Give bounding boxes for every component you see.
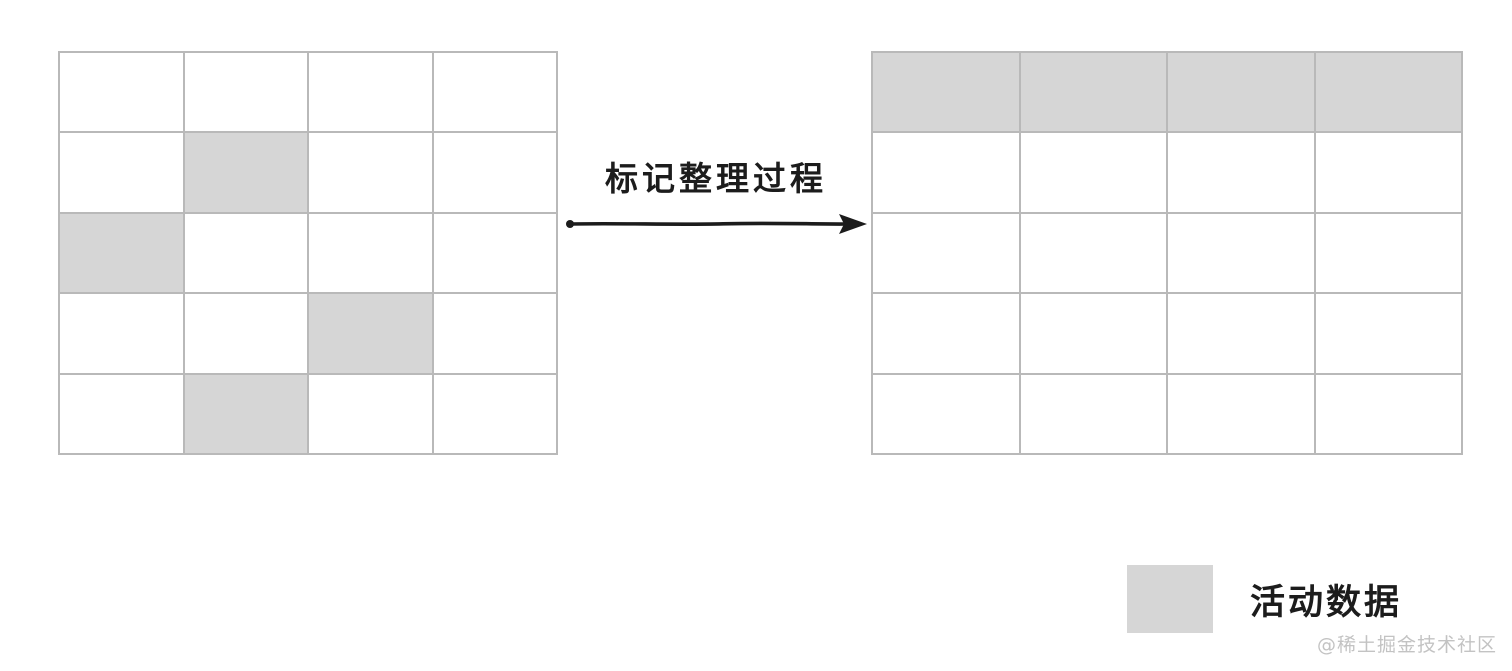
memory-cell-free [1167, 212, 1315, 294]
arrow-right-icon [566, 214, 867, 234]
memory-cell-free [432, 373, 557, 454]
memory-cell-active [1167, 52, 1315, 133]
memory-cell-free [1167, 373, 1315, 454]
legend-label: 活动数据 [1250, 582, 1403, 623]
memory-cell-free [308, 132, 433, 213]
memory-cell-active [1019, 52, 1167, 133]
memory-cell-free [308, 52, 433, 133]
memory-cell-free [183, 293, 308, 374]
process-label: 标记整理过程 [605, 159, 827, 198]
memory-cell-free [308, 373, 433, 454]
memory-cell-active [183, 373, 308, 454]
memory-cell-free [183, 212, 308, 294]
memory-cell-free [1167, 132, 1315, 213]
memory-cell-free [1019, 373, 1167, 454]
memory-cell-free [432, 52, 557, 133]
memory-cell-active [183, 132, 308, 213]
memory-cell-free [872, 293, 1020, 374]
memory-cell-free [1019, 132, 1167, 213]
memory-cell-free [872, 132, 1020, 213]
memory-cell-free [1314, 132, 1462, 213]
memory-cell-free [872, 373, 1020, 454]
memory-cell-free [1019, 212, 1167, 294]
memory-cell-active [1314, 52, 1462, 133]
memory-cell-free [59, 52, 184, 133]
memory-cell-free [872, 212, 1020, 294]
memory-cell-free [308, 212, 433, 294]
memory-cell-active [59, 212, 184, 294]
memory-cell-free [59, 293, 184, 374]
memory-cell-free [432, 293, 557, 374]
memory-cell-active [308, 293, 433, 374]
watermark: @稀土掘金技术社区 [1316, 634, 1497, 656]
memory-cell-free [432, 132, 557, 213]
memory-cell-free [1019, 293, 1167, 374]
memory-cell-free [1314, 373, 1462, 454]
memory-cell-free [59, 132, 184, 213]
memory-cell-free [1314, 212, 1462, 294]
memory-cell-free [1167, 293, 1315, 374]
memory-cell-free [183, 52, 308, 133]
heap-grid-after [871, 51, 1463, 455]
legend-swatch [1127, 565, 1213, 633]
memory-cell-free [1314, 293, 1462, 374]
heap-grid-before [58, 51, 558, 455]
legend: 活动数据 [1127, 565, 1402, 633]
memory-cell-active [872, 52, 1020, 133]
memory-cell-free [59, 373, 184, 454]
memory-cell-free [432, 212, 557, 294]
